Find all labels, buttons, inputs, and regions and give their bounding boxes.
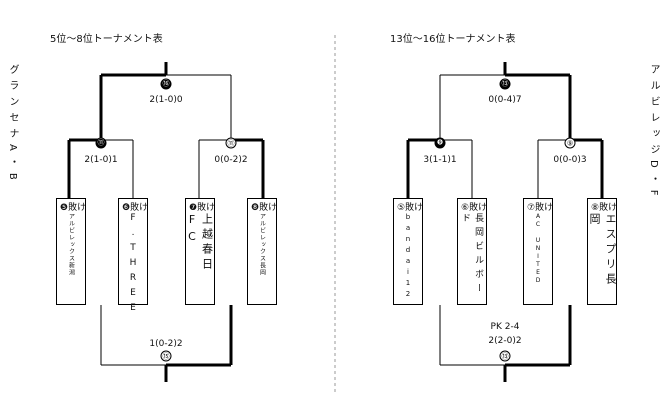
left-bottom-match-number: ⑮ xyxy=(160,350,172,362)
team-box: ❺敗け アルビレックス新潟 xyxy=(56,198,86,305)
right-top-match-score: 0(0-4)7 xyxy=(488,95,522,105)
team-tag: ⑦敗け xyxy=(527,203,554,213)
left-semi-left-score: 2(1-0)1 xyxy=(84,155,118,165)
team-tag: ⑤敗け xyxy=(397,203,424,213)
team-box: ⑧敗け エスプリ長岡 xyxy=(587,198,617,305)
team-name: 長岡ビルボード xyxy=(460,213,483,297)
team-tag: ⑥敗け xyxy=(461,203,488,213)
team-name: AC UNITED xyxy=(534,213,542,285)
left-top-match-score: 2(1-0)0 xyxy=(149,95,183,105)
team-tag: ❽敗け xyxy=(251,203,278,213)
right-semi-left-number: ❾ xyxy=(434,137,446,149)
right-top-match-number: ⑬ xyxy=(499,78,511,90)
team-name: アルビレックス長岡 xyxy=(258,213,266,276)
right-semi-right-number: ⑨ xyxy=(564,137,576,149)
left-bracket-title: 5位～8位トーナメント表 xyxy=(50,34,163,45)
left-bottom-match-score: 1(0-2)2 xyxy=(149,339,183,349)
team-box: ❽敗け アルビレックス長岡 xyxy=(247,198,277,305)
team-name: エスプリ長岡 xyxy=(588,213,617,288)
team-box: ⑥敗け 長岡ビルボード xyxy=(457,198,487,305)
right-semi-right-score: 0(0-0)3 xyxy=(553,155,587,165)
right-side-label: アルビレッジD・F xyxy=(648,64,659,202)
team-name: bandai12 xyxy=(404,213,412,301)
team-tag: ❺敗け xyxy=(60,203,87,213)
left-semi-left-number: ⑪ xyxy=(95,137,107,149)
right-bracket-title: 13位～16位トーナメント表 xyxy=(390,34,516,45)
team-name: 上越春日FC xyxy=(185,213,214,273)
team-tag: ⑧敗け xyxy=(591,203,618,213)
left-top-match-number: ⑯ xyxy=(160,78,172,90)
team-box: ❼敗け 上越春日FC xyxy=(185,198,215,305)
team-tag: ❼敗け xyxy=(189,203,216,213)
team-box: ⑤敗け bandai12 xyxy=(393,198,423,305)
left-side-label: グランセナA・B xyxy=(7,64,18,186)
right-bottom-match-score: 2(2-0)2 xyxy=(488,336,522,346)
left-semi-right-number: ⑪ xyxy=(225,137,237,149)
team-box: ❻敗け F.THREE xyxy=(118,198,149,318)
team-box: ⑦敗け AC UNITED xyxy=(523,198,553,305)
right-bottom-match-number: ⑬ xyxy=(499,350,511,362)
right-bottom-match-pk: PK 2-4 xyxy=(490,322,520,332)
team-name: アルビレックス新潟 xyxy=(67,213,75,276)
right-semi-left-score: 3(1-1)1 xyxy=(423,155,457,165)
team-tag: ❻敗け xyxy=(122,203,149,213)
team-name: F.THREE xyxy=(128,213,138,318)
left-semi-right-score: 0(0-2)2 xyxy=(214,155,248,165)
